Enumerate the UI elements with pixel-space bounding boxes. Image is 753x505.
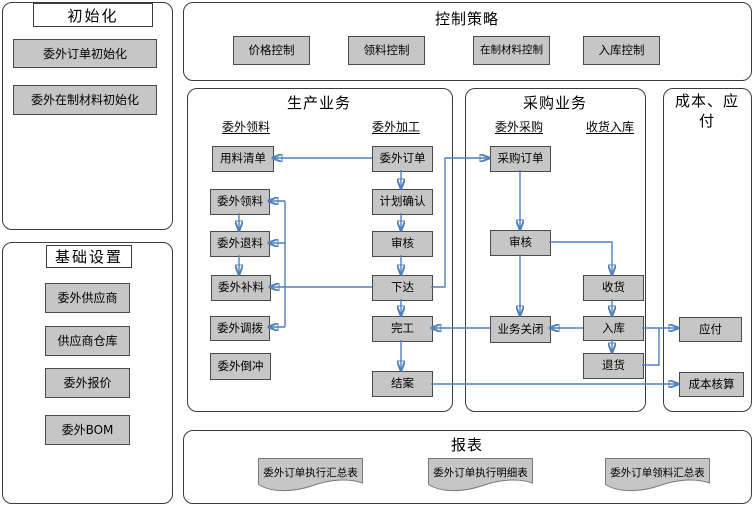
node-purchase-order: 采购订单 <box>490 146 551 172</box>
node-outsource-quote: 委外报价 <box>45 368 130 398</box>
reports-title: 报表 <box>450 436 483 454</box>
document-shape-icon <box>428 458 533 492</box>
node-material-list: 用料清单 <box>212 146 274 172</box>
document-label: 委外订单执行明细表 <box>433 467 528 479</box>
node-picking-control: 领料控制 <box>348 36 425 65</box>
node-price-control: 价格控制 <box>233 36 310 65</box>
document-label: 委外订单执行汇总表 <box>263 467 358 479</box>
document-order-exec-detail-report: 委外订单执行明细表 <box>428 458 533 494</box>
document-label: 委外订单领料汇总表 <box>610 467 705 479</box>
node-receive-goods: 收货 <box>583 275 644 301</box>
section-initialization <box>2 2 173 230</box>
section-cost-payable <box>663 88 752 412</box>
node-supplier-warehouse: 供应商仓库 <box>45 326 130 356</box>
node-outsource-return-material: 委外退料 <box>210 231 270 257</box>
node-outsource-refill: 委外补料 <box>211 275 271 301</box>
node-cost-accounting: 成本核算 <box>679 372 744 397</box>
control-strategy-title: 控制策略 <box>434 10 499 28</box>
purchase-title: 采购业务 <box>522 94 587 112</box>
node-close-case: 结案 <box>372 371 433 397</box>
node-outsource-order-init: 委外订单初始化 <box>13 39 157 68</box>
document-shape-icon <box>605 458 710 492</box>
node-outsource-picking: 委外领料 <box>210 189 270 215</box>
node-outsource-order: 委外订单 <box>372 146 433 172</box>
node-order-audit: 审核 <box>372 231 433 257</box>
init-title: 初始化 <box>33 3 153 27</box>
node-release: 下达 <box>372 275 433 301</box>
node-outsource-transfer: 委外调拨 <box>210 316 270 341</box>
node-complete: 完工 <box>372 316 433 342</box>
document-shape-icon <box>258 458 363 492</box>
node-stock-in: 入库 <box>583 316 644 341</box>
node-po-audit: 审核 <box>490 230 551 256</box>
basic-settings-title: 基础设置 <box>46 245 132 268</box>
column-header-receive-stockin: 收货入库 <box>585 120 634 134</box>
node-payable: 应付 <box>679 317 742 342</box>
column-header-outsource-purchase: 委外采购 <box>494 120 543 134</box>
node-outsource-bom: 委外BOM <box>45 415 130 445</box>
node-wip-material-control: 在制材料控制 <box>473 36 550 65</box>
node-plan-confirm: 计划确认 <box>372 189 433 215</box>
node-outsource-wip-material-init: 委外在制材料初始化 <box>13 85 157 115</box>
document-order-exec-summary-report: 委外订单执行汇总表 <box>258 458 363 494</box>
cost-payable-title: 成本、应付 <box>674 92 739 130</box>
node-return-goods: 退货 <box>583 353 644 379</box>
node-outsource-backflush: 委外倒冲 <box>210 353 271 380</box>
production-title: 生产业务 <box>286 94 351 112</box>
node-business-close: 业务关闭 <box>490 316 551 343</box>
document-order-picking-summary-report: 委外订单领料汇总表 <box>605 458 710 494</box>
node-outsource-supplier: 委外供应商 <box>45 283 130 313</box>
column-header-outsource-picking: 委外领料 <box>221 120 270 134</box>
column-header-outsource-processing: 委外加工 <box>371 120 420 134</box>
node-stockin-control: 入库控制 <box>583 36 660 65</box>
